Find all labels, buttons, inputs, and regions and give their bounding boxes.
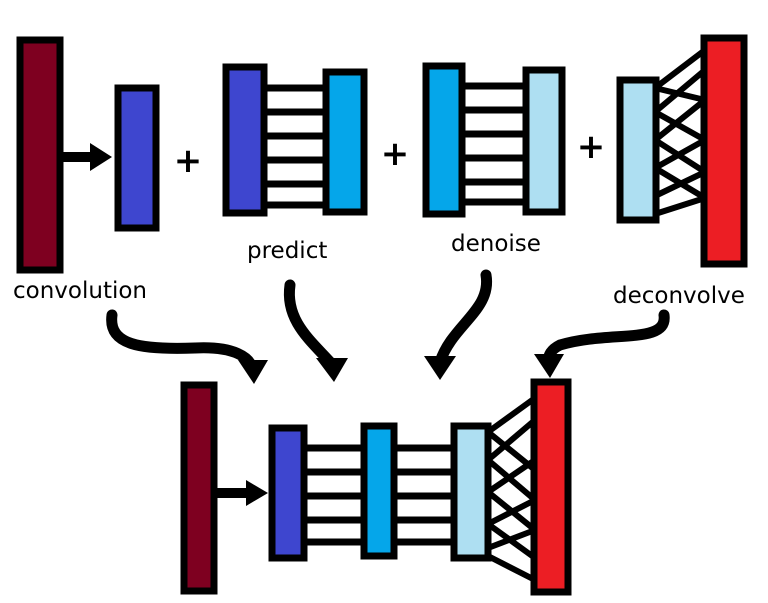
combined-denoise-connections [392, 444, 456, 546]
deconvolve-merge-arrow [542, 309, 670, 368]
combined-deconvolve-layer [530, 378, 572, 596]
convolution-merge-arrow [106, 309, 258, 374]
convolution-merge-arrowhead [238, 360, 268, 384]
denoise-connections [460, 82, 528, 206]
plus-sign-3: + [577, 127, 606, 167]
predict-label: predict [247, 238, 328, 264]
deconvolve-input-layer [616, 76, 660, 224]
combined-network [180, 378, 572, 596]
convolution-arrow-head [90, 143, 112, 171]
plus-sign-1: + [174, 141, 203, 181]
denoise-merge-arrowhead [424, 356, 456, 380]
combined-mid-blue-layer [360, 422, 398, 560]
combined-deconvolve-connections [486, 395, 537, 583]
predict-module [222, 63, 368, 217]
combined-predict-connections [302, 444, 366, 546]
combined-convolution-layer [180, 381, 218, 595]
convolution-label: convolution [13, 278, 148, 304]
denoise-input-layer [422, 62, 466, 218]
combined-conv-arrow-head [246, 480, 268, 506]
merge-arrows [106, 269, 670, 374]
convolution-module [16, 36, 160, 274]
predict-input-layer [222, 63, 268, 217]
deconvolve-merge-arrowhead [534, 354, 564, 378]
combined-dark-blue-layer [268, 424, 308, 562]
combined-light-blue-layer [450, 422, 492, 562]
convolution-output-layer [114, 84, 160, 232]
convolution-input-layer [16, 36, 64, 274]
predict-connections [262, 84, 328, 209]
denoise-label: denoise [451, 231, 541, 257]
denoise-module [422, 62, 566, 218]
deconvolve-module [616, 34, 748, 268]
plus-sign-2: + [381, 134, 410, 174]
merge-arrowheads [238, 354, 564, 384]
denoise-output-layer [522, 66, 566, 216]
deconvolve-label: deconvolve [613, 283, 745, 309]
predict-output-layer [322, 68, 368, 216]
predict-merge-arrow [283, 279, 336, 368]
predict-merge-arrowhead [316, 358, 348, 382]
deconvolve-output-layer [700, 34, 748, 268]
deconvolve-connections [653, 47, 707, 217]
denoise-merge-arrow [434, 269, 493, 368]
